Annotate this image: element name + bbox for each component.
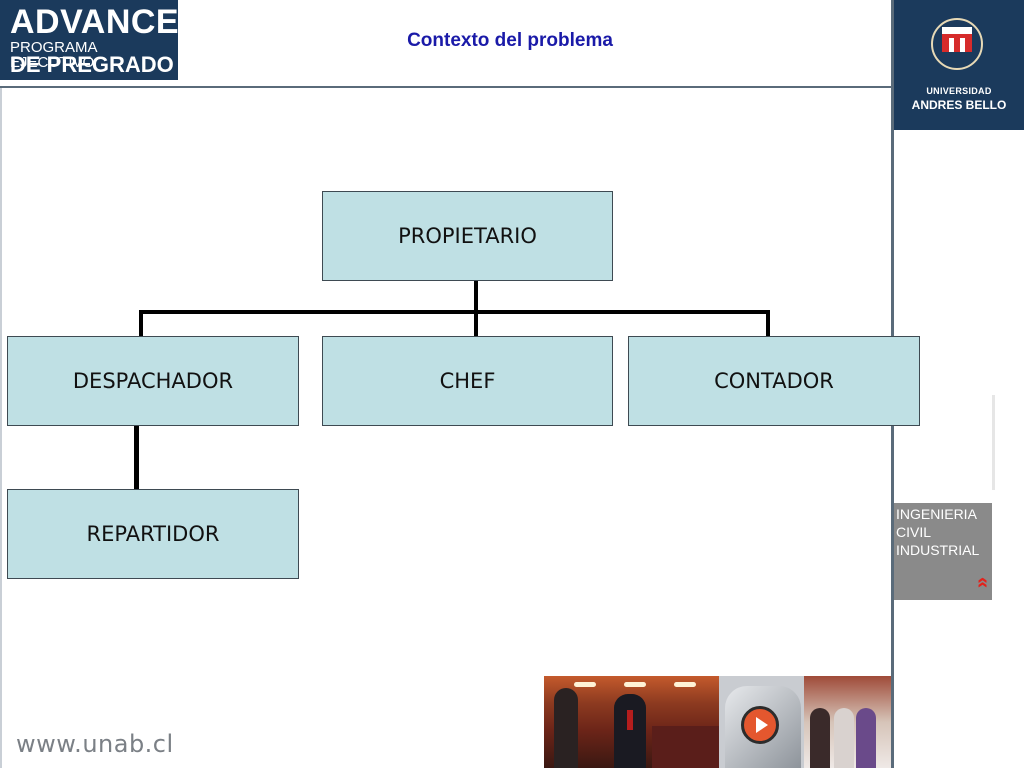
- node-despachador: DESPACHADOR: [7, 336, 299, 426]
- node-contador: CONTADOR: [628, 336, 920, 426]
- node-contador-label: CONTADOR: [714, 369, 834, 393]
- decorative-line: [992, 395, 995, 490]
- advance-logo-line1: ADVANCE: [10, 3, 180, 41]
- university-logo-line2: ANDRES BELLO: [911, 98, 1007, 112]
- photo-device: [719, 676, 804, 768]
- photo-students: [804, 676, 891, 768]
- photo-classroom: [544, 676, 719, 768]
- advance-logo-line2: PROGRAMA EJECUTIVO: [10, 39, 97, 71]
- badge-line-2: CIVIL: [896, 524, 932, 540]
- advance-logo-line3: DE PREGRADO: [10, 52, 174, 77]
- university-logo-line1: UNIVERSIDAD: [926, 86, 992, 96]
- connector-repartidor: [134, 425, 139, 489]
- page-title: Contexto del problema: [407, 30, 613, 51]
- footer-photo-strip: [544, 676, 891, 768]
- connector-horizontal: [139, 310, 770, 314]
- advance-logo: ADVANCE PROGRAMA EJECUTIVO DE PREGRADO: [0, 0, 180, 80]
- node-propietario: PROPIETARIO: [322, 191, 613, 281]
- connector-chef: [474, 310, 478, 336]
- node-chef-label: CHEF: [439, 369, 496, 393]
- badge-line-1: INGENIERIA: [896, 506, 977, 522]
- connector-contador: [766, 310, 770, 336]
- footer-url: www.unab.cl: [16, 730, 174, 758]
- badge-line-3: INDUSTRIAL: [896, 542, 980, 558]
- node-despachador-label: DESPACHADOR: [72, 369, 234, 393]
- university-logo: UNIVERSIDAD ANDRES BELLO: [894, 0, 1024, 130]
- ingenieria-badge-text: INGENIERIA CIVIL INDUSTRIAL: [896, 505, 979, 559]
- left-border: [0, 88, 2, 768]
- header-divider: [0, 86, 892, 88]
- node-chef: CHEF: [322, 336, 613, 426]
- play-icon: [741, 706, 779, 744]
- university-seal-icon: [931, 18, 983, 70]
- node-propietario-label: PROPIETARIO: [398, 224, 537, 248]
- node-repartidor: REPARTIDOR: [7, 489, 299, 579]
- chevron-up-icon: »: [970, 576, 993, 589]
- ingenieria-badge: INGENIERIA CIVIL INDUSTRIAL »: [894, 503, 993, 600]
- connector-despachador: [139, 310, 143, 336]
- connector-root-down: [474, 280, 478, 314]
- node-repartidor-label: REPARTIDOR: [86, 522, 220, 546]
